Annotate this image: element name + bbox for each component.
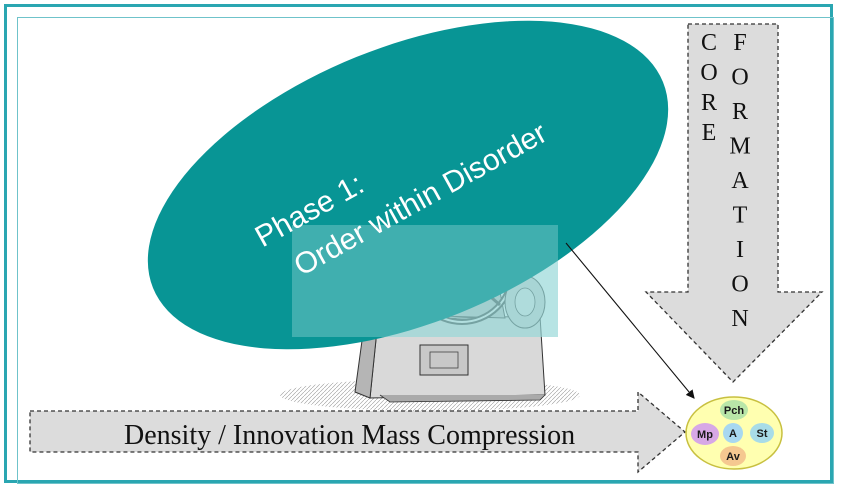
formation-letter: I [736, 237, 744, 263]
cluster-node-label: A [729, 428, 737, 440]
phase-ellipse [147, 20, 669, 350]
cluster-node-label: Av [726, 451, 741, 463]
overlay-highlight [292, 225, 558, 337]
inner-frame [17, 17, 834, 484]
formation-letter: N [731, 306, 748, 332]
core-letter: R [701, 90, 717, 116]
cluster-node-av [720, 446, 746, 466]
formation-letter: O [731, 272, 748, 298]
formation-letter: A [731, 168, 749, 194]
density-arrow [29, 390, 687, 474]
cluster-node-st [750, 423, 774, 443]
formation-letter: T [733, 203, 748, 229]
cluster-node-a [723, 423, 743, 443]
cluster-node-label: St [757, 428, 768, 440]
formation-letter: M [729, 134, 750, 160]
density-label: Density / Innovation Mass Compression [124, 420, 575, 451]
cluster-node-label: Pch [724, 405, 744, 417]
formation-letter: R [732, 99, 748, 125]
core-letter: O [700, 60, 717, 86]
cluster-node-label: Mp [697, 429, 713, 441]
connector-line [565, 242, 695, 399]
formation-letter: F [733, 30, 746, 56]
cluster-node-pch [720, 400, 748, 420]
formation-letter: O [731, 65, 748, 91]
core-formation-arrow [644, 23, 824, 383]
cluster-node-mp [691, 423, 719, 445]
core-letter: E [702, 120, 717, 146]
core-letter: C [701, 30, 717, 56]
